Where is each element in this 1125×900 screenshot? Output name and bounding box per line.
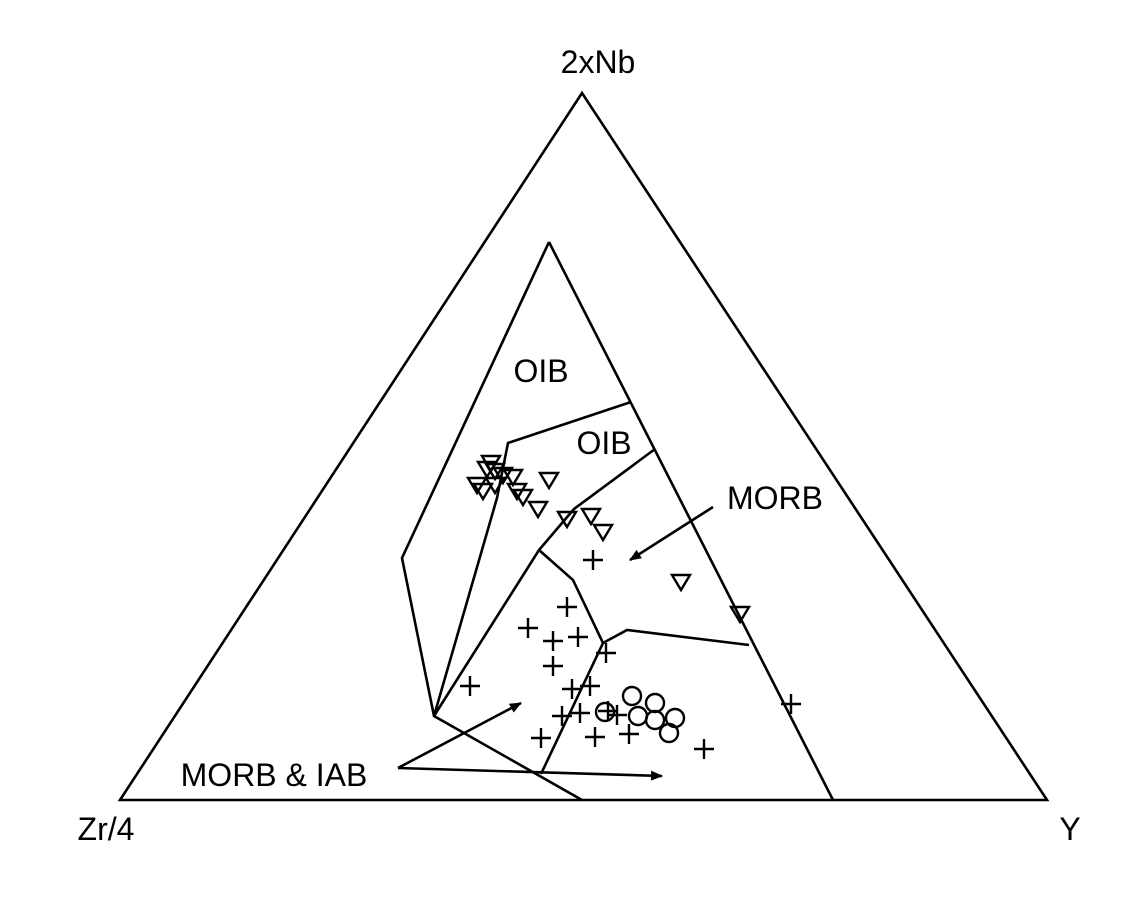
inverted-triangle-marker [669, 573, 693, 593]
plus-marker [583, 550, 603, 570]
circle-marker [594, 701, 616, 723]
inverted-triangle-marker [475, 460, 499, 480]
inverted-triangle-marker [483, 476, 507, 496]
inverted-triangle-marker [511, 488, 535, 508]
plus-marker [619, 724, 639, 744]
inverted-triangle-marker [728, 605, 752, 625]
inverted-triangle-marker [579, 507, 603, 527]
plus-marker [518, 618, 538, 638]
inverted-triangle-marker [526, 500, 550, 520]
field-label-morb: MORB [727, 480, 823, 516]
plus-marker [543, 656, 563, 676]
plus-marker [562, 679, 582, 699]
field-label-oib-lower: OIB [576, 425, 631, 461]
plus-marker [585, 727, 605, 747]
inverted-triangle-marker [465, 476, 489, 496]
inverted-triangle-marker [505, 482, 529, 502]
field-label-morb-iab: MORB & IAB [181, 757, 368, 793]
field-boundary-outer [400, 241, 583, 802]
circle-marker [644, 709, 666, 731]
plus-marker [570, 703, 590, 723]
inverted-triangle-marker [555, 510, 579, 530]
plus-marker [552, 706, 572, 726]
inverted-triangle-marker [471, 482, 495, 502]
field-boundary-oib-divider [432, 400, 632, 717]
field-boundary-morb-lower [602, 628, 750, 647]
morb-arrow [629, 505, 714, 562]
plus-marker [580, 676, 600, 696]
inverted-triangle-marker [501, 468, 525, 488]
inverted-triangle-marker [537, 471, 561, 491]
data-markers [460, 454, 801, 759]
vertex-label-top: 2xNb [561, 44, 636, 80]
circle-marker [644, 692, 666, 714]
plus-marker [607, 705, 627, 725]
plus-marker [781, 694, 801, 714]
plus-marker [543, 631, 563, 651]
plus-marker [568, 627, 588, 647]
plus-marker [694, 739, 714, 759]
inverted-triangle-marker [591, 523, 615, 543]
circle-marker [627, 705, 649, 727]
morb-iab-arrow-lower [397, 766, 663, 781]
circle-marker [658, 722, 680, 744]
inverted-triangle-marker [483, 462, 507, 482]
morb-iab-arrow-upper [397, 701, 522, 770]
vertex-label-right: Y [1059, 811, 1080, 847]
field-label-oib-upper: OIB [513, 353, 568, 389]
vertex-label-left: Zr/4 [78, 811, 135, 847]
field-boundary-morb-upper [432, 447, 656, 717]
plus-marker [531, 728, 551, 748]
plus-marker [596, 643, 616, 663]
plus-marker [460, 676, 480, 696]
circle-marker [621, 685, 643, 707]
field-boundary-morb-inner [538, 549, 605, 775]
plus-marker [557, 597, 577, 617]
outer-triangle [117, 90, 1050, 802]
